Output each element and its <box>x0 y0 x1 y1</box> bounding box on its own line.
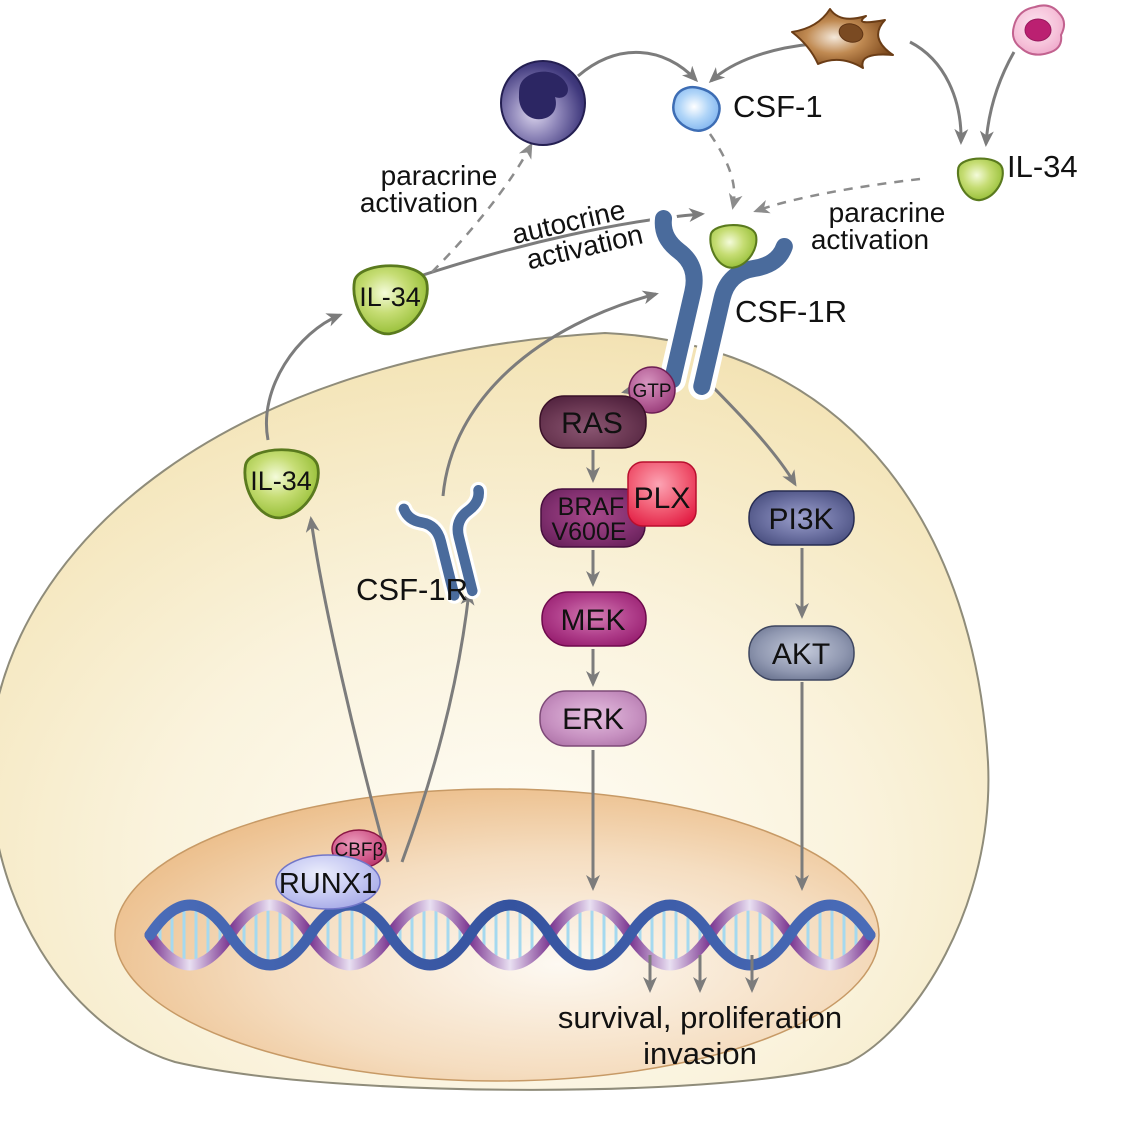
csf1-label: CSF-1 <box>733 89 823 124</box>
runx1-label: RUNX1 <box>279 868 377 900</box>
pi3k-label: PI3K <box>768 503 833 536</box>
monocyte-cell <box>500 60 586 146</box>
arrow-il34-paracrine-right-dashed <box>753 177 921 214</box>
akt-node <box>748 625 855 681</box>
tumor-cell <box>791 8 894 69</box>
ras-node <box>539 395 647 449</box>
arrow-paracrine-left-dashed <box>431 142 533 273</box>
arrow-pinkcell-to-il34 <box>979 51 1016 147</box>
outcome-line-1: survival, proliferation <box>558 1000 842 1035</box>
transcription-factors <box>275 829 387 910</box>
arrow-monocyte-to-csf1 <box>577 50 699 83</box>
braf-label-1: BRAF <box>558 493 625 521</box>
arrow-tumorcell-to-csf1 <box>708 42 813 84</box>
akt-label: AKT <box>772 638 830 671</box>
il34-right-label: IL-34 <box>1007 149 1078 184</box>
paracrine-left-label-1: paracrine <box>381 160 498 191</box>
csf1r-membrane-label: CSF-1R <box>735 294 847 329</box>
arrow-tumorcell-to-il34 <box>909 40 969 145</box>
csf1r-internal-label: CSF-1R <box>356 572 468 607</box>
gtp-label: GTP <box>632 381 671 402</box>
dna-strand-purple <box>144 899 876 971</box>
gtp-node <box>628 366 676 414</box>
mek-label: MEK <box>560 604 625 637</box>
erk-label: ERK <box>562 703 624 736</box>
paracrine-right-label-1: paracrine <box>829 197 946 228</box>
plx-node <box>627 461 697 527</box>
runx1-node <box>275 854 381 910</box>
arrow-runx1-to-il34 <box>305 516 390 863</box>
cbfb-label: CBFβ <box>335 840 384 861</box>
paracrine-left-label-2: activation <box>360 187 478 218</box>
arrow-il34-secretion <box>265 313 343 441</box>
mek-node <box>541 591 647 647</box>
outcome-line-2: invasion <box>643 1036 757 1071</box>
arrow-runx1-to-internal-receptor <box>400 589 475 863</box>
monocyte-nucleus <box>518 71 568 120</box>
il34-outer-label: IL-34 <box>359 282 421 312</box>
arrow-csf1-to-receptor-dashed <box>708 133 743 210</box>
pink-cell-nucleus <box>1024 18 1052 42</box>
il34-blob-right <box>956 157 1004 202</box>
dna-helix <box>144 899 876 971</box>
arrow-internal-receptor-to-membrane <box>441 290 659 497</box>
braf-label-2: V600E <box>551 518 626 546</box>
ras-label: RAS <box>561 407 623 440</box>
tumor-cell-nucleus <box>838 23 864 43</box>
dashed-arrows <box>431 133 921 273</box>
csf1r-membrane-receptor <box>629 210 785 397</box>
erk-node <box>539 690 647 747</box>
csf1-ligand <box>672 85 721 132</box>
dna-strand-blue <box>144 899 876 971</box>
paracrine-right-label-2: activation <box>811 224 929 255</box>
pink-cell <box>1011 4 1065 56</box>
plx-label: PLX <box>634 482 691 515</box>
solid-arrows <box>265 40 1016 993</box>
signaling-cascade <box>539 366 855 747</box>
il34-inner-label: IL-34 <box>250 466 312 496</box>
pi3k-node <box>748 490 855 546</box>
